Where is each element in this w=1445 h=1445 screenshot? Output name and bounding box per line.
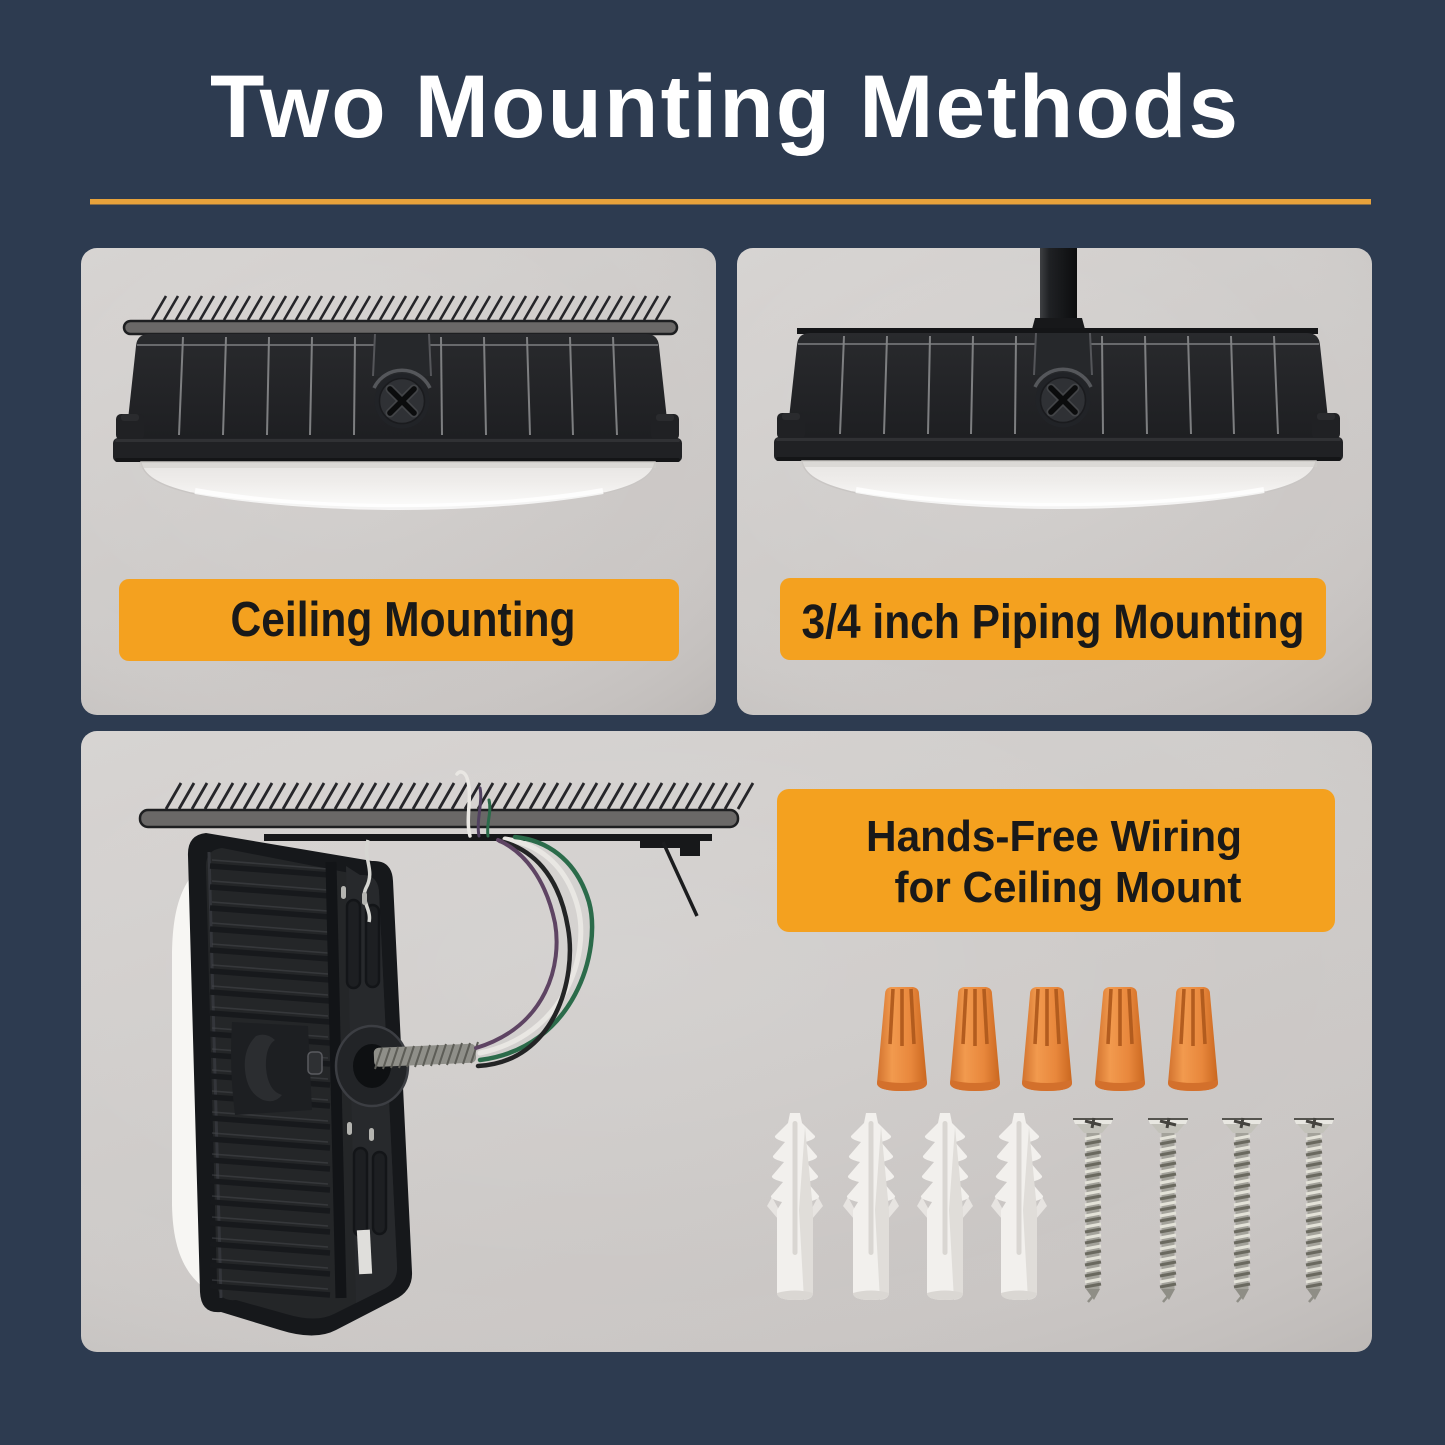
svg-text:for Ceiling Mount: for Ceiling Mount bbox=[895, 863, 1242, 912]
svg-text:Two Mounting Methods: Two Mounting Methods bbox=[210, 56, 1238, 156]
svg-text:3/4 inch Piping Mounting: 3/4 inch Piping Mounting bbox=[802, 596, 1305, 649]
svg-text:Ceiling Mounting: Ceiling Mounting bbox=[231, 593, 576, 647]
svg-text:Hands-Free Wiring: Hands-Free Wiring bbox=[866, 812, 1242, 861]
